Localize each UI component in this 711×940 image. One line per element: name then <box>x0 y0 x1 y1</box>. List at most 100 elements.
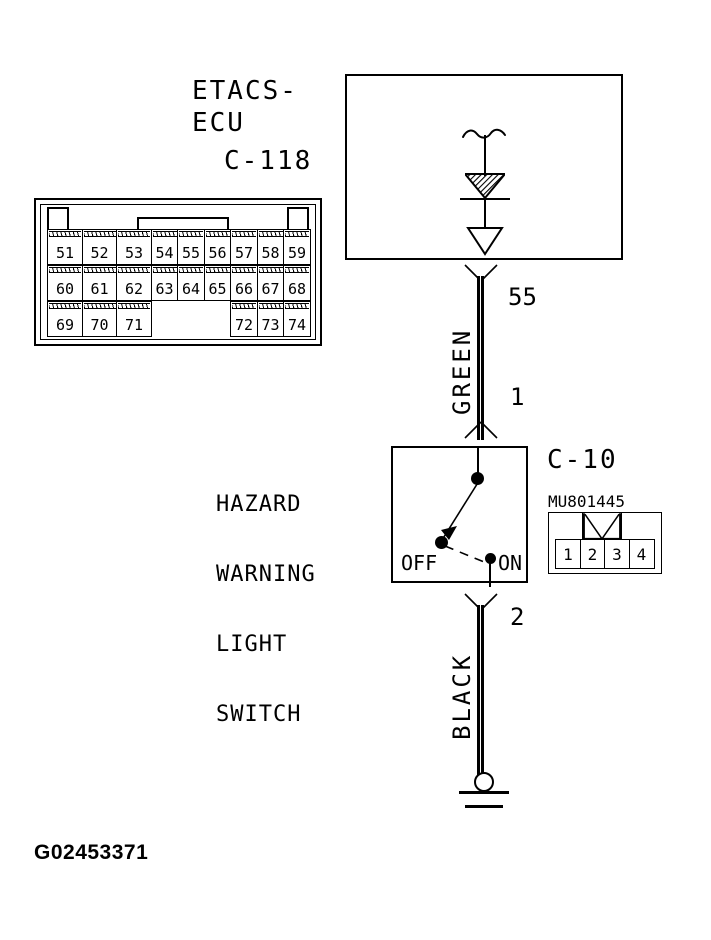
hazard-switch-label-line4: SWITCH <box>216 702 302 727</box>
mu-pin-number: 3 <box>612 544 622 564</box>
mu-pin-cell[interactable]: 4 <box>628 539 655 569</box>
pin-number: 63 <box>155 280 174 298</box>
pin-number: 55 <box>181 244 201 262</box>
connector-tab-center <box>137 217 229 231</box>
pin-cell[interactable]: 72 <box>230 301 258 337</box>
ground-bar-lower <box>465 805 503 808</box>
pin-number: 70 <box>90 316 109 334</box>
green-wire-bottom-pin-number: 1 <box>510 383 525 411</box>
switch-connector-id: C-10 <box>547 445 618 475</box>
pin-cell[interactable]: 66 <box>230 265 258 301</box>
mu-pin-cell[interactable]: 3 <box>604 539 630 569</box>
pin-row-3: 69 70 71 <box>47 301 311 337</box>
pin-contact-icon <box>285 267 309 273</box>
pin-cell[interactable]: 57 <box>230 229 258 265</box>
switch-off-pivot-dot <box>435 536 448 549</box>
pin-cell-empty <box>177 301 205 337</box>
pin-contact-icon <box>49 231 81 237</box>
pin-cell[interactable]: 59 <box>283 229 311 265</box>
pin-number: 61 <box>90 280 109 298</box>
pin-contact-icon <box>118 267 150 273</box>
pin-contact-icon <box>285 303 309 309</box>
pin-contact-icon <box>258 267 283 273</box>
hazard-switch-box: OFF ON <box>391 446 528 587</box>
pin-cell[interactable]: 67 <box>256 265 285 301</box>
ecu-name-line1: ETACS- <box>192 76 298 106</box>
wire-highlight <box>480 605 481 775</box>
pin-number: 69 <box>55 316 75 334</box>
pin-cell[interactable]: 61 <box>81 265 118 301</box>
connector-tab-right <box>287 207 309 229</box>
pin-cell[interactable]: 70 <box>81 301 118 337</box>
pin-number: 60 <box>55 280 75 298</box>
ground-eyelet-icon <box>474 772 494 792</box>
pin-cell[interactable]: 62 <box>116 265 152 301</box>
black-wire-color-label: BLACK <box>448 652 476 740</box>
mu-pin-number: 4 <box>636 544 647 564</box>
pin-contact-icon <box>83 303 116 309</box>
pin-contact-icon <box>205 267 230 273</box>
green-wire-color-label: GREEN <box>448 327 476 415</box>
pin-contact-icon <box>118 231 150 237</box>
pin-cell-empty <box>204 301 232 337</box>
green-wire-bottom-connector-icon <box>464 421 498 439</box>
pin-cell[interactable]: 56 <box>203 229 232 265</box>
pin-number: 54 <box>155 244 174 262</box>
pin-cell[interactable]: 55 <box>177 229 205 265</box>
pin-cell[interactable]: 65 <box>203 265 232 301</box>
pin-number: 67 <box>261 280 280 298</box>
pin-cell[interactable]: 54 <box>150 229 179 265</box>
pin-cell[interactable]: 51 <box>47 229 83 265</box>
connector-tab-left <box>47 207 69 229</box>
pin-number: 57 <box>234 244 254 262</box>
pin-cell[interactable]: 71 <box>116 301 152 337</box>
pin-contact-icon <box>83 267 116 273</box>
pin-contact-icon <box>205 231 230 237</box>
hazard-switch-label-line2: WARNING <box>216 562 316 587</box>
mu-pin-cell[interactable]: 2 <box>579 539 606 569</box>
pin-cell[interactable]: 58 <box>256 229 285 265</box>
wire-highlight <box>480 276 481 440</box>
pin-cell[interactable]: 69 <box>47 301 83 337</box>
pin-contact-icon <box>152 267 177 273</box>
pin-contact-icon <box>49 303 81 309</box>
pin-contact-icon <box>285 231 309 237</box>
pin-number: 72 <box>234 316 254 334</box>
pin-contact-icon <box>232 267 256 273</box>
pin-cell[interactable]: 73 <box>256 301 285 337</box>
pin-contact-icon <box>258 303 283 309</box>
pin-cell[interactable]: 53 <box>116 229 152 265</box>
mu-pin-number: 1 <box>563 544 573 564</box>
pin-cell[interactable]: 63 <box>150 265 179 301</box>
pin-contact-icon <box>83 231 116 237</box>
pin-cell[interactable]: 74 <box>283 301 311 337</box>
pin-number: 52 <box>90 244 109 262</box>
internal-ground-triangle-icon <box>466 227 504 256</box>
pin-number: 74 <box>287 316 307 334</box>
ecu-connector-pinout: 51 52 53 54 55 <box>34 198 322 346</box>
pin-cell-empty <box>151 301 179 337</box>
pin-number: 64 <box>181 280 201 298</box>
mu-connector-pin-row: 1 2 3 4 <box>555 539 655 569</box>
pin-row-2: 60 61 62 63 64 <box>47 265 311 301</box>
switch-position-off-label: OFF <box>401 551 438 575</box>
switch-output-lead <box>489 558 491 587</box>
pin-number: 73 <box>261 316 280 334</box>
switch-common-contact-dot <box>471 472 484 485</box>
pin-cell[interactable]: 60 <box>47 265 83 301</box>
ecu-name-line2: ECU <box>192 108 245 138</box>
pin-cell[interactable]: 68 <box>283 265 311 301</box>
pin-contact-icon <box>232 303 256 309</box>
ecu-internal-circuit <box>455 128 515 258</box>
black-wire-top-pin-number: 2 <box>510 603 525 631</box>
pin-cell[interactable]: 52 <box>81 229 118 265</box>
mu-pin-cell[interactable]: 1 <box>555 539 581 569</box>
mu-pin-number: 2 <box>587 544 598 564</box>
pin-cell[interactable]: 64 <box>177 265 205 301</box>
pin-number: 62 <box>124 280 144 298</box>
black-wire-line <box>477 605 484 775</box>
switch-common-lead <box>477 446 479 474</box>
hazard-switch-label: HAZARD WARNING LIGHT SWITCH <box>216 450 316 774</box>
hazard-switch-label-line1: HAZARD <box>216 492 302 517</box>
connector-inner-frame: 51 52 53 54 55 <box>40 204 316 340</box>
